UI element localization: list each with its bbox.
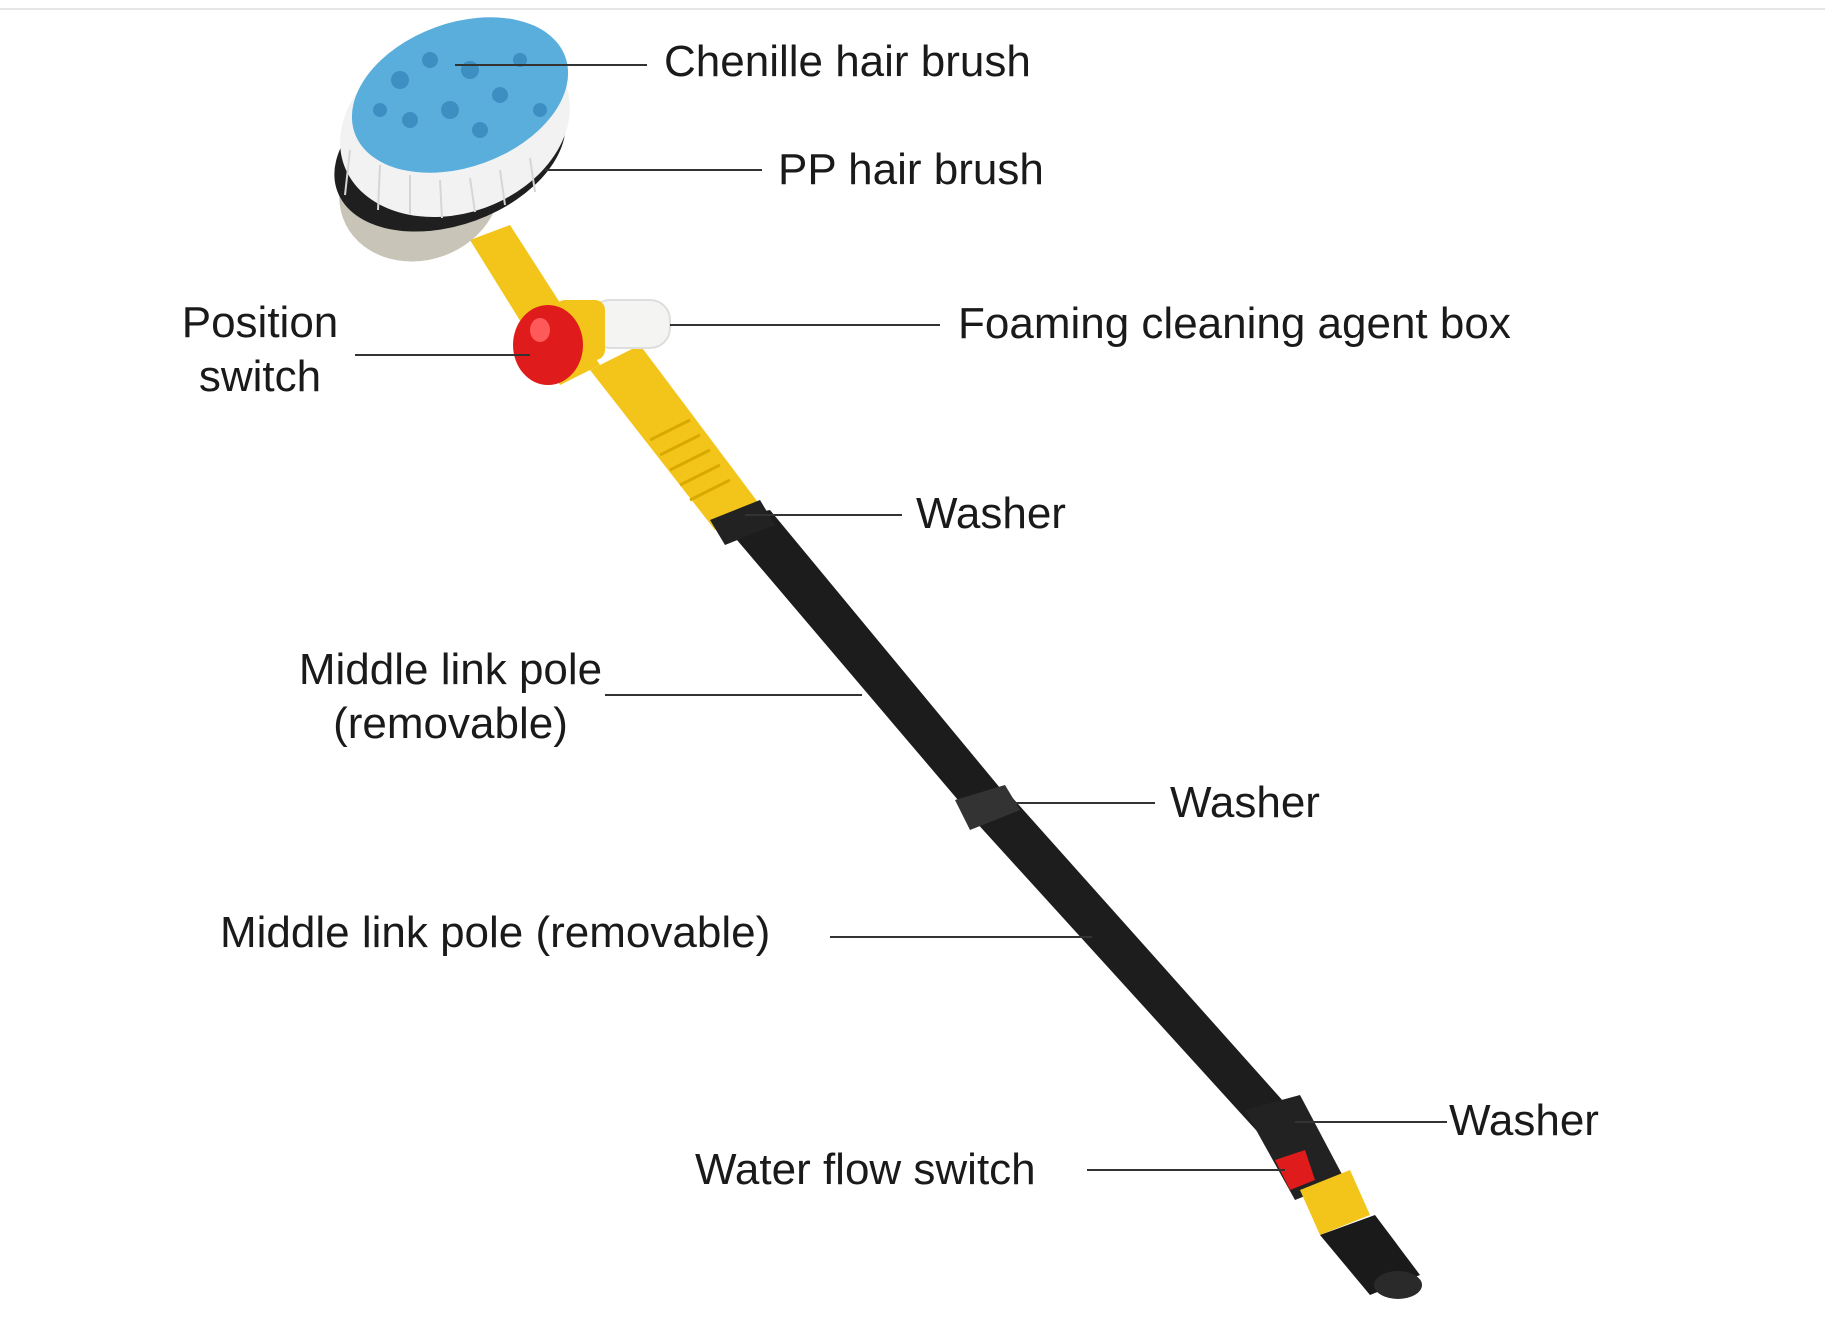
label-washer-1: Washer (916, 489, 1066, 538)
chenille-hair-brush (351, 17, 569, 173)
label-position-switch-line1: Position (181, 298, 339, 347)
pole-assembly (720, 510, 1422, 1299)
connector-end (1374, 1271, 1422, 1299)
middle-link-pole-lower (965, 795, 1300, 1140)
label-middle-pole-1: Middle link pole (removable) (278, 643, 623, 751)
label-foam-box: Foaming cleaning agent box (958, 299, 1511, 348)
water-flow-switch-lever (1275, 1150, 1315, 1190)
position-switch-highlight (530, 318, 550, 342)
label-washer-3: Washer (1449, 1096, 1599, 1145)
label-pp-brush: PP hair brush (778, 145, 1044, 194)
quick-connector-yellow (1300, 1170, 1370, 1235)
washer-ring-upper (710, 500, 775, 545)
pp-bristle-lines (344, 149, 536, 219)
brush-head (334, 17, 570, 262)
position-switch-knob (513, 305, 583, 385)
leader-lines (355, 64, 1447, 1171)
label-position-switch-line2: switch (198, 352, 322, 401)
label-chenille-brush: Chenille hair brush (664, 37, 1031, 86)
position-switch (513, 305, 583, 385)
label-middle-pole-2: Middle link pole (removable) (220, 908, 771, 957)
top-divider (0, 8, 1825, 10)
label-middle-pole-1-line1: Middle link pole (298, 645, 603, 694)
label-position-switch: Position switch (165, 296, 355, 404)
yellow-corrugated-neck (590, 345, 760, 530)
middle-link-pole-upper-body (720, 510, 1010, 820)
label-middle-pole-1-line2: (removable) (333, 699, 568, 748)
label-water-flow-switch: Water flow switch (695, 1145, 1036, 1194)
neck-ribs (649, 418, 731, 502)
label-washer-2: Washer (1170, 778, 1320, 827)
yellow-neck (470, 225, 775, 545)
washer-ring-middle (955, 785, 1020, 830)
bottom-connector (1245, 1095, 1345, 1200)
